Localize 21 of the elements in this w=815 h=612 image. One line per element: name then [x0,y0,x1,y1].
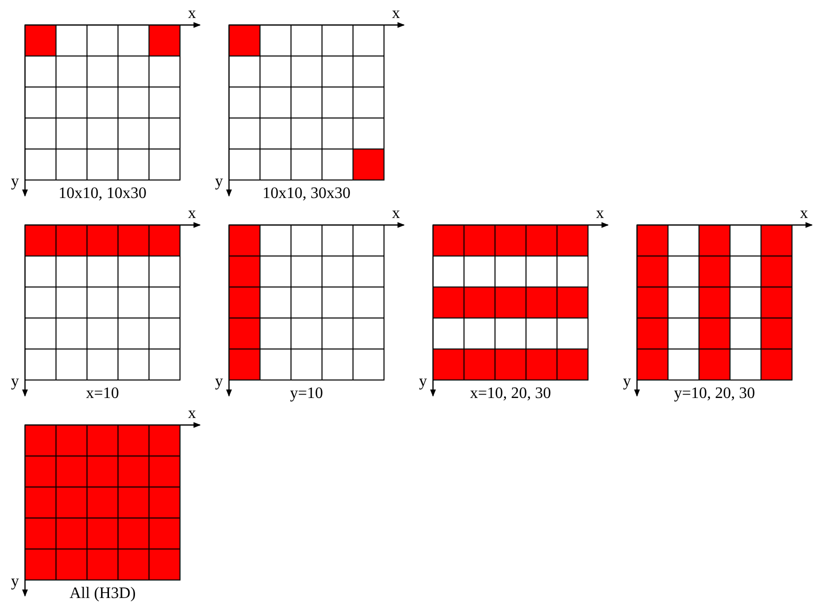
grid-caption: All (H3D) [70,586,136,602]
grid-caption: x=10 [86,386,120,402]
grid-caption: 10x10, 30x30 [262,186,350,202]
axis-label: x [188,206,196,222]
grid-caption: y=10 [290,386,324,402]
axis-label: y [215,174,223,190]
axis-label: x [800,206,808,222]
axis-label: y [623,374,631,390]
grid-caption: 10x10, 10x30 [58,186,146,202]
grid-caption: x=10, 20, 30 [470,386,552,402]
axis-label: x [188,6,196,22]
axis-label: y [11,374,19,390]
axis-label: y [419,374,427,390]
axis-label: y [11,574,19,590]
axis-label: x [392,6,400,22]
axis-label: x [596,206,604,222]
axis-label: y [11,174,19,190]
grid-caption: y=10, 20, 30 [674,386,756,402]
axis-label: x [392,206,400,222]
axis-label: y [215,374,223,390]
axis-label: x [188,406,196,422]
